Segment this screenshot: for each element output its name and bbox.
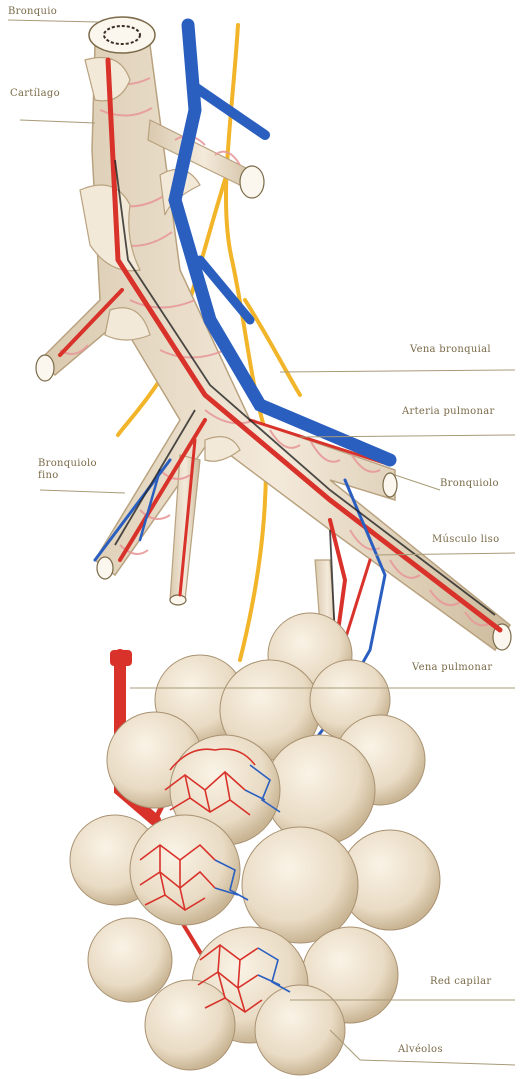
label-red-capilar: Red capilar <box>430 976 491 987</box>
label-vena-bronquial: Vena bronquial <box>410 344 491 355</box>
label-bronquio: Bronquio <box>8 6 57 17</box>
label-alveolos: Alvéolos <box>398 1044 443 1055</box>
label-arteria-pulmonar: Arteria pulmonar <box>402 406 495 417</box>
label-cartilago: Cartílago <box>10 88 60 99</box>
label-bronquiolo: Bronquiolo <box>440 478 499 489</box>
label-musculo-liso: Músculo liso <box>432 534 499 545</box>
artery-stump <box>110 650 132 666</box>
label-bronquiolo-fino: Bronquiolo fino <box>38 458 108 482</box>
label-vena-pulmonar: Vena pulmonar <box>412 662 492 673</box>
